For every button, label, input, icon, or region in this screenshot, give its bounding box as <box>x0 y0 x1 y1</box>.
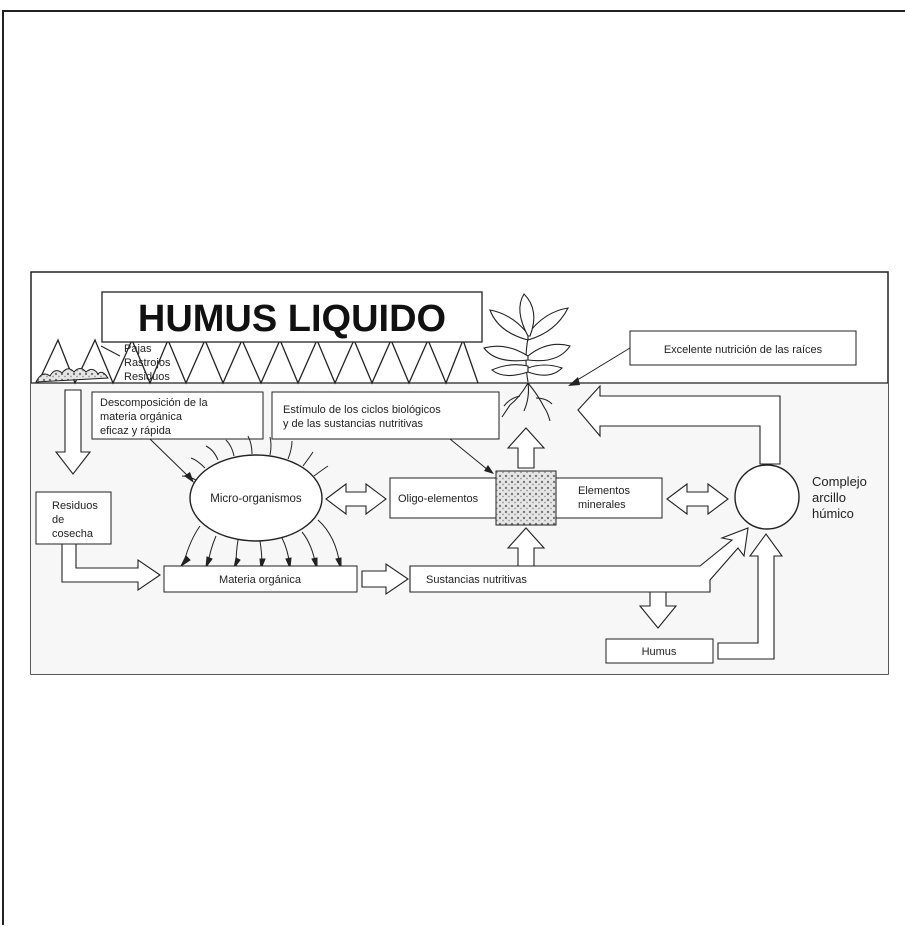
harvest-residue-line-3: cosecha <box>52 528 94 540</box>
complex-line-3: húmico <box>812 506 854 521</box>
mineral-elements-box <box>556 478 662 518</box>
nutrition-label: Excelente nutrición de las raíces <box>664 344 823 356</box>
stimulus-line-1: Estímulo de los ciclos biológicos <box>283 404 441 416</box>
organic-matter-label: Materia orgánica <box>219 574 302 586</box>
nutrients-label: Sustancias nutritivas <box>426 574 527 586</box>
label-residuos: Residuos <box>124 371 170 383</box>
label-rastrojos: Rastrojos <box>124 357 171 369</box>
complex-line-2: arcillo <box>812 490 846 505</box>
humus-label: Humus <box>642 646 677 658</box>
soil-granules-icon <box>496 471 556 525</box>
decomposition-line-3: eficaz y rápida <box>100 425 172 437</box>
label-pajas: Pajas <box>124 343 152 355</box>
harvest-residue-line-1: Residuos <box>52 500 98 512</box>
microorganisms-label: Micro-organismos <box>210 493 302 505</box>
diagram-title: HUMUS LIQUIDO <box>138 298 446 340</box>
harvest-residue-line-2: de <box>52 514 64 526</box>
stimulus-line-2: y de las sustancias nutritivas <box>283 418 424 430</box>
complex-line-1: Complejo <box>812 474 867 489</box>
mineral-elements-line-2: minerales <box>578 499 626 511</box>
decomposition-line-1: Descomposición de la <box>100 397 208 409</box>
oligo-elements-label: Oligo-elementos <box>398 493 479 505</box>
decomposition-line-2: materia orgánica <box>100 411 183 423</box>
mineral-elements-line-1: Elementos <box>578 485 630 497</box>
clay-humic-complex-circle <box>735 465 799 529</box>
